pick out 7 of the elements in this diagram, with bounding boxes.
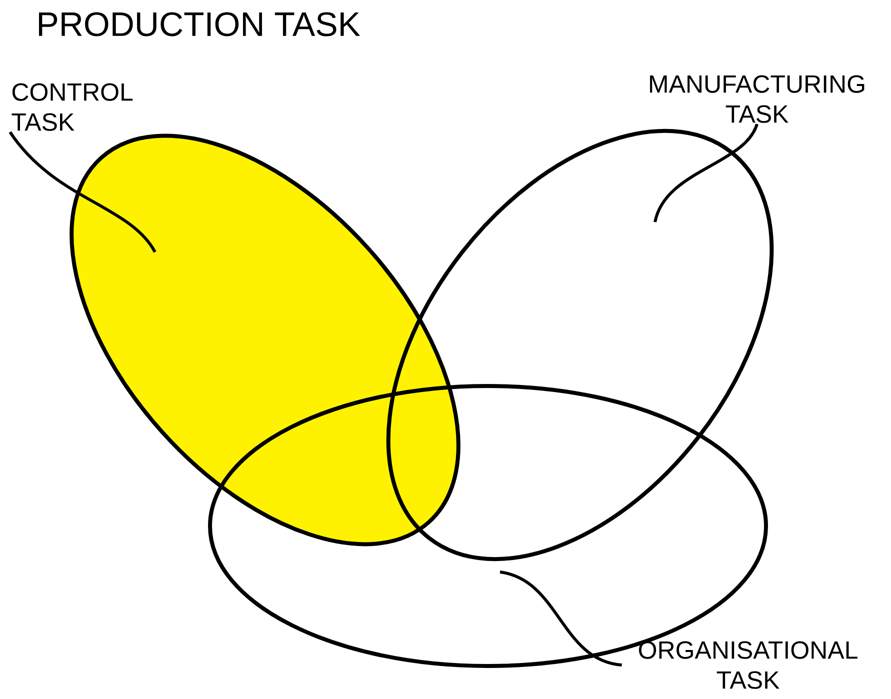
leader-line xyxy=(500,570,622,667)
label: CONTROL TASK xyxy=(12,83,133,131)
leader-line xyxy=(654,123,758,222)
label: ORGANISATIONAL TASK xyxy=(638,641,858,689)
leader-line xyxy=(8,131,156,253)
label: MANUFACTURING TASK xyxy=(650,75,864,123)
title: PRODUCTION TASK xyxy=(39,12,360,36)
